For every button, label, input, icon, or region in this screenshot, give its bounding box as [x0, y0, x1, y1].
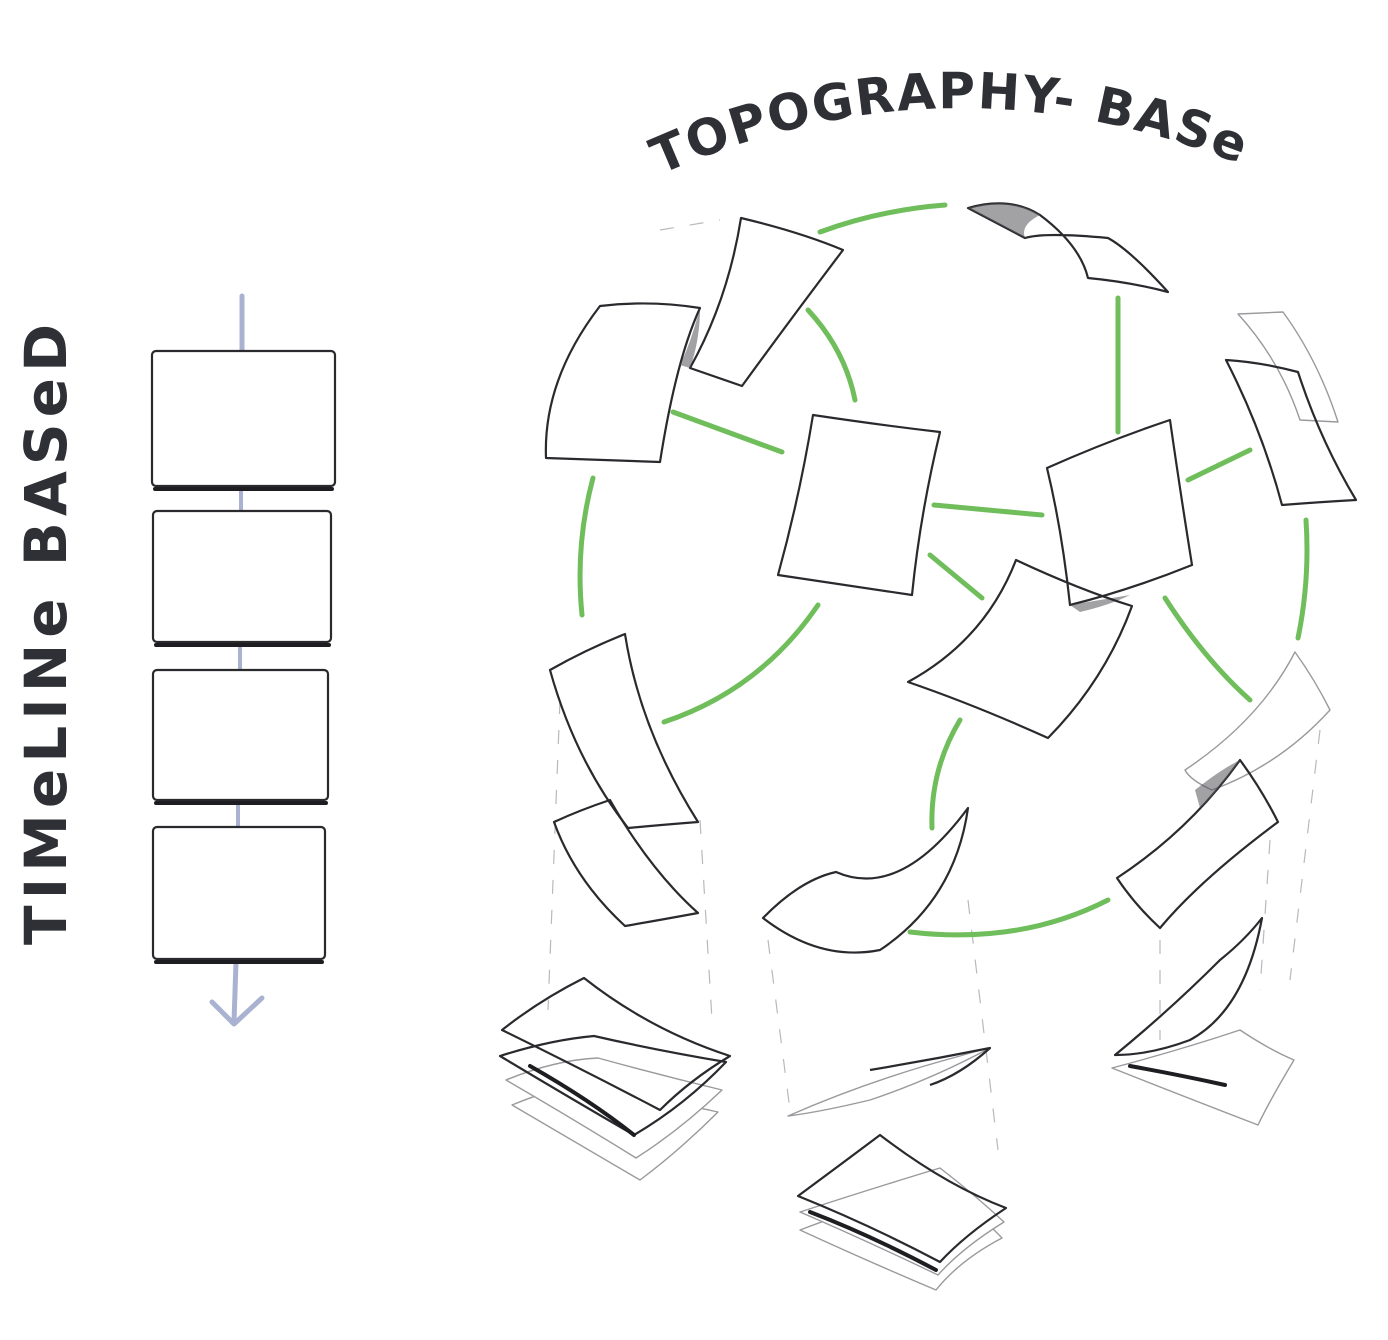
link-arc	[1295, 517, 1310, 641]
link-arc	[817, 202, 948, 235]
paper-stack-icon	[1111, 916, 1295, 1126]
topography-label: TOPOGRAPHY- BASeD	[0, 0, 1258, 186]
paper-stack-icon	[796, 1133, 1008, 1291]
paper-sheet-icon	[776, 413, 942, 597]
timeline-card	[151, 509, 333, 647]
timeline-label: TIMeLINe BASeD	[12, 318, 80, 945]
paper-sheet-icon	[1184, 651, 1331, 791]
paper-sheet-icon	[1115, 758, 1280, 930]
network-links	[577, 202, 1310, 938]
paper-sheet-icon	[1045, 418, 1194, 612]
link-line	[931, 502, 1045, 518]
paper-sheet-icon	[548, 632, 700, 830]
paper-sheet-icon	[906, 558, 1134, 740]
paper-stack-icon	[498, 976, 732, 1181]
paper-stack-icon	[787, 1046, 992, 1117]
link-arc	[805, 307, 858, 403]
paper-sheet-icon	[552, 798, 700, 928]
link-arc	[661, 602, 821, 725]
timeline-card	[151, 668, 330, 805]
timeline-arrow-icon	[209, 293, 265, 1027]
paper-sheet-icon	[1224, 358, 1358, 507]
link-arc	[577, 475, 596, 618]
paper-sheet-icon	[688, 216, 845, 388]
timeline-card	[151, 825, 327, 964]
timeline-card	[150, 349, 337, 491]
link-arc	[1162, 595, 1253, 703]
link-arc	[907, 897, 1111, 938]
paper-sheet-icon	[966, 202, 1170, 294]
paper-sheet-icon	[761, 806, 970, 954]
drop-guide-lines	[547, 219, 1321, 1151]
link-line	[670, 409, 785, 455]
link-line	[927, 552, 985, 601]
timeline-section: TIMeLINe BASeD	[12, 293, 337, 1027]
paper-sheet-icon	[544, 302, 702, 464]
paper-sheet-icon	[1237, 311, 1339, 423]
link-arc	[929, 717, 963, 831]
link-line	[1185, 447, 1253, 483]
